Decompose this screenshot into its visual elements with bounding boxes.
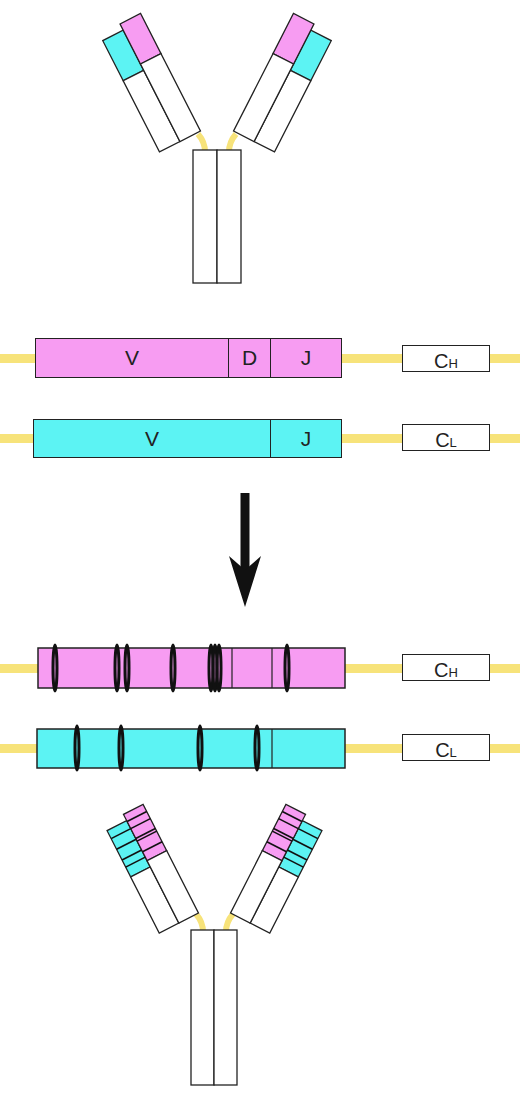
segment-label: V (125, 346, 139, 370)
light-constant-box: CL (402, 424, 490, 451)
heavy-j-segment: J (270, 338, 342, 378)
heavy-constant-box: CH (402, 345, 490, 372)
process-arrow (229, 493, 261, 607)
segment-label: CH (434, 653, 458, 682)
antibody-before (100, 13, 335, 283)
mutated-light-gene (37, 726, 345, 770)
fc-stem (214, 930, 237, 1085)
antibody-after (104, 804, 325, 1085)
light-v-segment: V (33, 419, 271, 458)
heavy-d-segment: D (228, 338, 271, 378)
fc-stem (193, 150, 217, 283)
segment-label: CL (435, 733, 457, 762)
segment-label: V (145, 427, 159, 451)
segment-label: CL (435, 423, 457, 452)
mutated-fab-arm (231, 804, 326, 933)
segment-label: J (301, 346, 312, 370)
segment-label: J (301, 427, 312, 451)
light-constant-box: CL (402, 734, 490, 761)
light-j-segment: J (270, 419, 342, 458)
mutated-fab-arm (104, 804, 199, 933)
mutated-heavy-gene (38, 645, 345, 691)
heavy-constant-box: CH (402, 654, 490, 681)
segment-label: D (242, 346, 257, 370)
fc-stem (217, 150, 241, 283)
segment-label: CH (434, 344, 458, 373)
hinge (198, 134, 205, 152)
fab-arm (234, 13, 335, 151)
fab-arm (100, 13, 201, 151)
hinge (229, 134, 236, 152)
fc-stem (191, 930, 214, 1085)
heavy-v-segment: V (35, 338, 229, 378)
